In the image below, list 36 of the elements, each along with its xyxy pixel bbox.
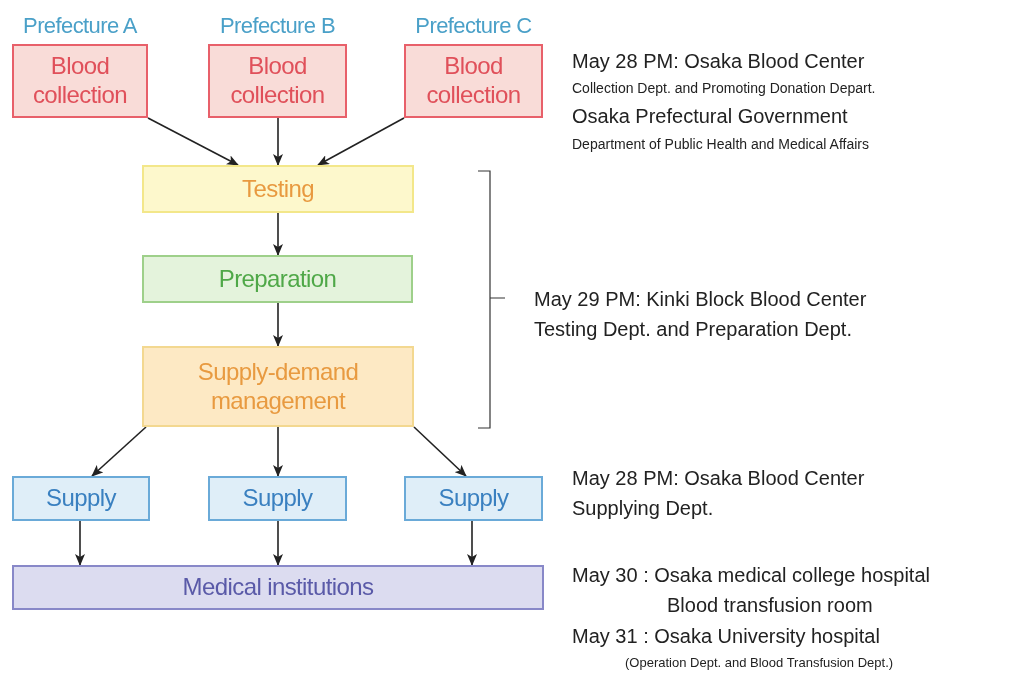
note-text: May 29 PM: Kinki Block Blood Center xyxy=(534,288,867,311)
process-box: Blood collection xyxy=(12,44,148,118)
arrow xyxy=(273,212,283,256)
prefecture-label: Prefecture C xyxy=(414,13,533,39)
process-box: Supply-demand management xyxy=(142,346,414,427)
prefecture-label: Prefecture B xyxy=(218,13,337,39)
note-text: May 28 PM: Osaka Blood Center xyxy=(572,50,865,73)
process-box: Supply xyxy=(208,476,347,521)
arrow xyxy=(273,426,283,477)
process-box: Supply xyxy=(404,476,543,521)
note-text: May 31 : Osaka University hospital xyxy=(572,625,880,648)
note-text: (Operation Dept. and Blood Transfusion Dept.) xyxy=(625,655,894,670)
process-box: Blood collection xyxy=(404,44,543,118)
arrow xyxy=(317,117,405,166)
note-text: Testing Dept. and Preparation Dept. xyxy=(534,318,852,341)
arrow xyxy=(273,520,283,566)
arrow xyxy=(147,117,239,166)
arrow xyxy=(273,117,283,166)
prefecture-label: Prefecture A xyxy=(22,13,138,39)
arrow xyxy=(413,426,467,477)
arrow xyxy=(91,426,147,477)
note-text: Blood transfusion room xyxy=(667,594,873,617)
process-box: Blood collection xyxy=(208,44,347,118)
arrow xyxy=(467,520,477,566)
process-box: Supply xyxy=(12,476,150,521)
note-text: Supplying Dept. xyxy=(572,497,714,520)
note-text: May 30 : Osaka medical college hospital xyxy=(572,564,930,587)
note-text: Osaka Prefectural Government xyxy=(572,105,848,128)
process-box: Preparation xyxy=(142,255,413,303)
note-text: Collection Dept. and Promoting Donation Depart. xyxy=(572,80,876,96)
note-text: Department of Public Health and Medical Affairs xyxy=(572,136,869,152)
arrow xyxy=(75,520,85,566)
process-box: Testing xyxy=(142,165,414,213)
arrow xyxy=(273,302,283,347)
process-box: Medical institutions xyxy=(12,565,544,610)
note-text: May 28 PM: Osaka Blood Center xyxy=(572,467,865,490)
